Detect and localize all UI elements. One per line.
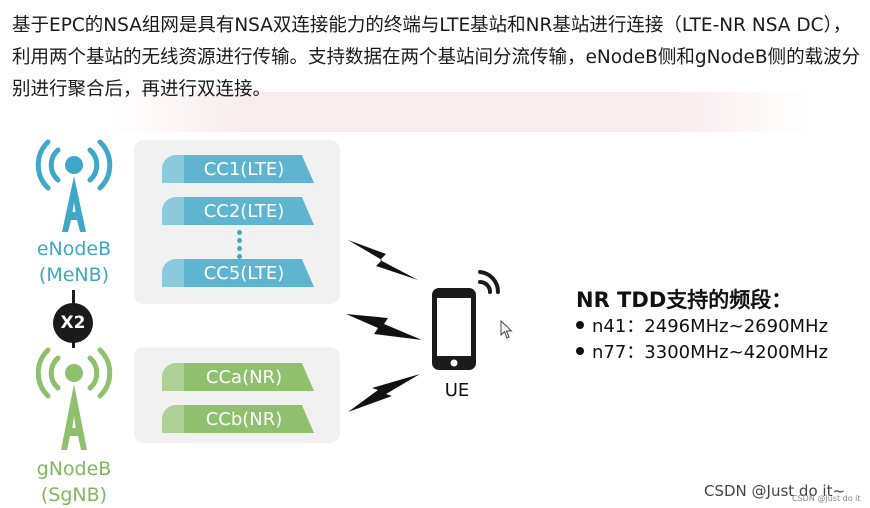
lightning-bolt-icon (346, 372, 422, 418)
mouse-cursor-icon (500, 319, 514, 344)
bullet-icon (576, 347, 584, 355)
enodeb-tower-icon (34, 136, 114, 240)
carrier-cca-nr: CCa(NR) (162, 363, 314, 391)
gnodeb-label: gNodeB (SgNB) (36, 458, 112, 506)
source-credit: CSDN @Just do it~ (704, 482, 846, 500)
ue-phone-icon (428, 270, 501, 378)
ue-label: UE (444, 380, 470, 401)
lightning-bolt-icon (344, 310, 424, 346)
band-list: n41：2496MHz~2690MHz n77：3300MHz~4200MHz (576, 314, 828, 366)
enodeb-label: eNodeB (MeNB) (36, 238, 112, 286)
nr-tdd-title: NR TDD支持的频段： (576, 288, 793, 312)
band-item: n41：2496MHz~2690MHz (576, 314, 828, 340)
gnodeb-tower-icon (34, 342, 114, 458)
background-watermark (110, 92, 810, 132)
carrier-cc5-lte: CC5(LTE) (162, 259, 314, 287)
carrier-cc2-lte: CC2(LTE) (162, 197, 314, 225)
carrier-cc1-lte: CC1(LTE) (162, 155, 314, 183)
band-item: n77：3300MHz~4200MHz (576, 340, 828, 366)
bullet-icon (576, 321, 584, 329)
source-credit-small: CSDN @Just do it (792, 494, 861, 503)
x2-badge: X2 (53, 303, 93, 343)
intro-paragraph: 基于EPC的NSA组网是具有NSA双连接能力的终端与LTE基站和NR基站进行连接… (12, 15, 861, 100)
lightning-bolt-icon (346, 236, 420, 286)
carrier-ccb-nr: CCb(NR) (162, 405, 314, 433)
ellipsis-dots-icon (237, 230, 243, 259)
